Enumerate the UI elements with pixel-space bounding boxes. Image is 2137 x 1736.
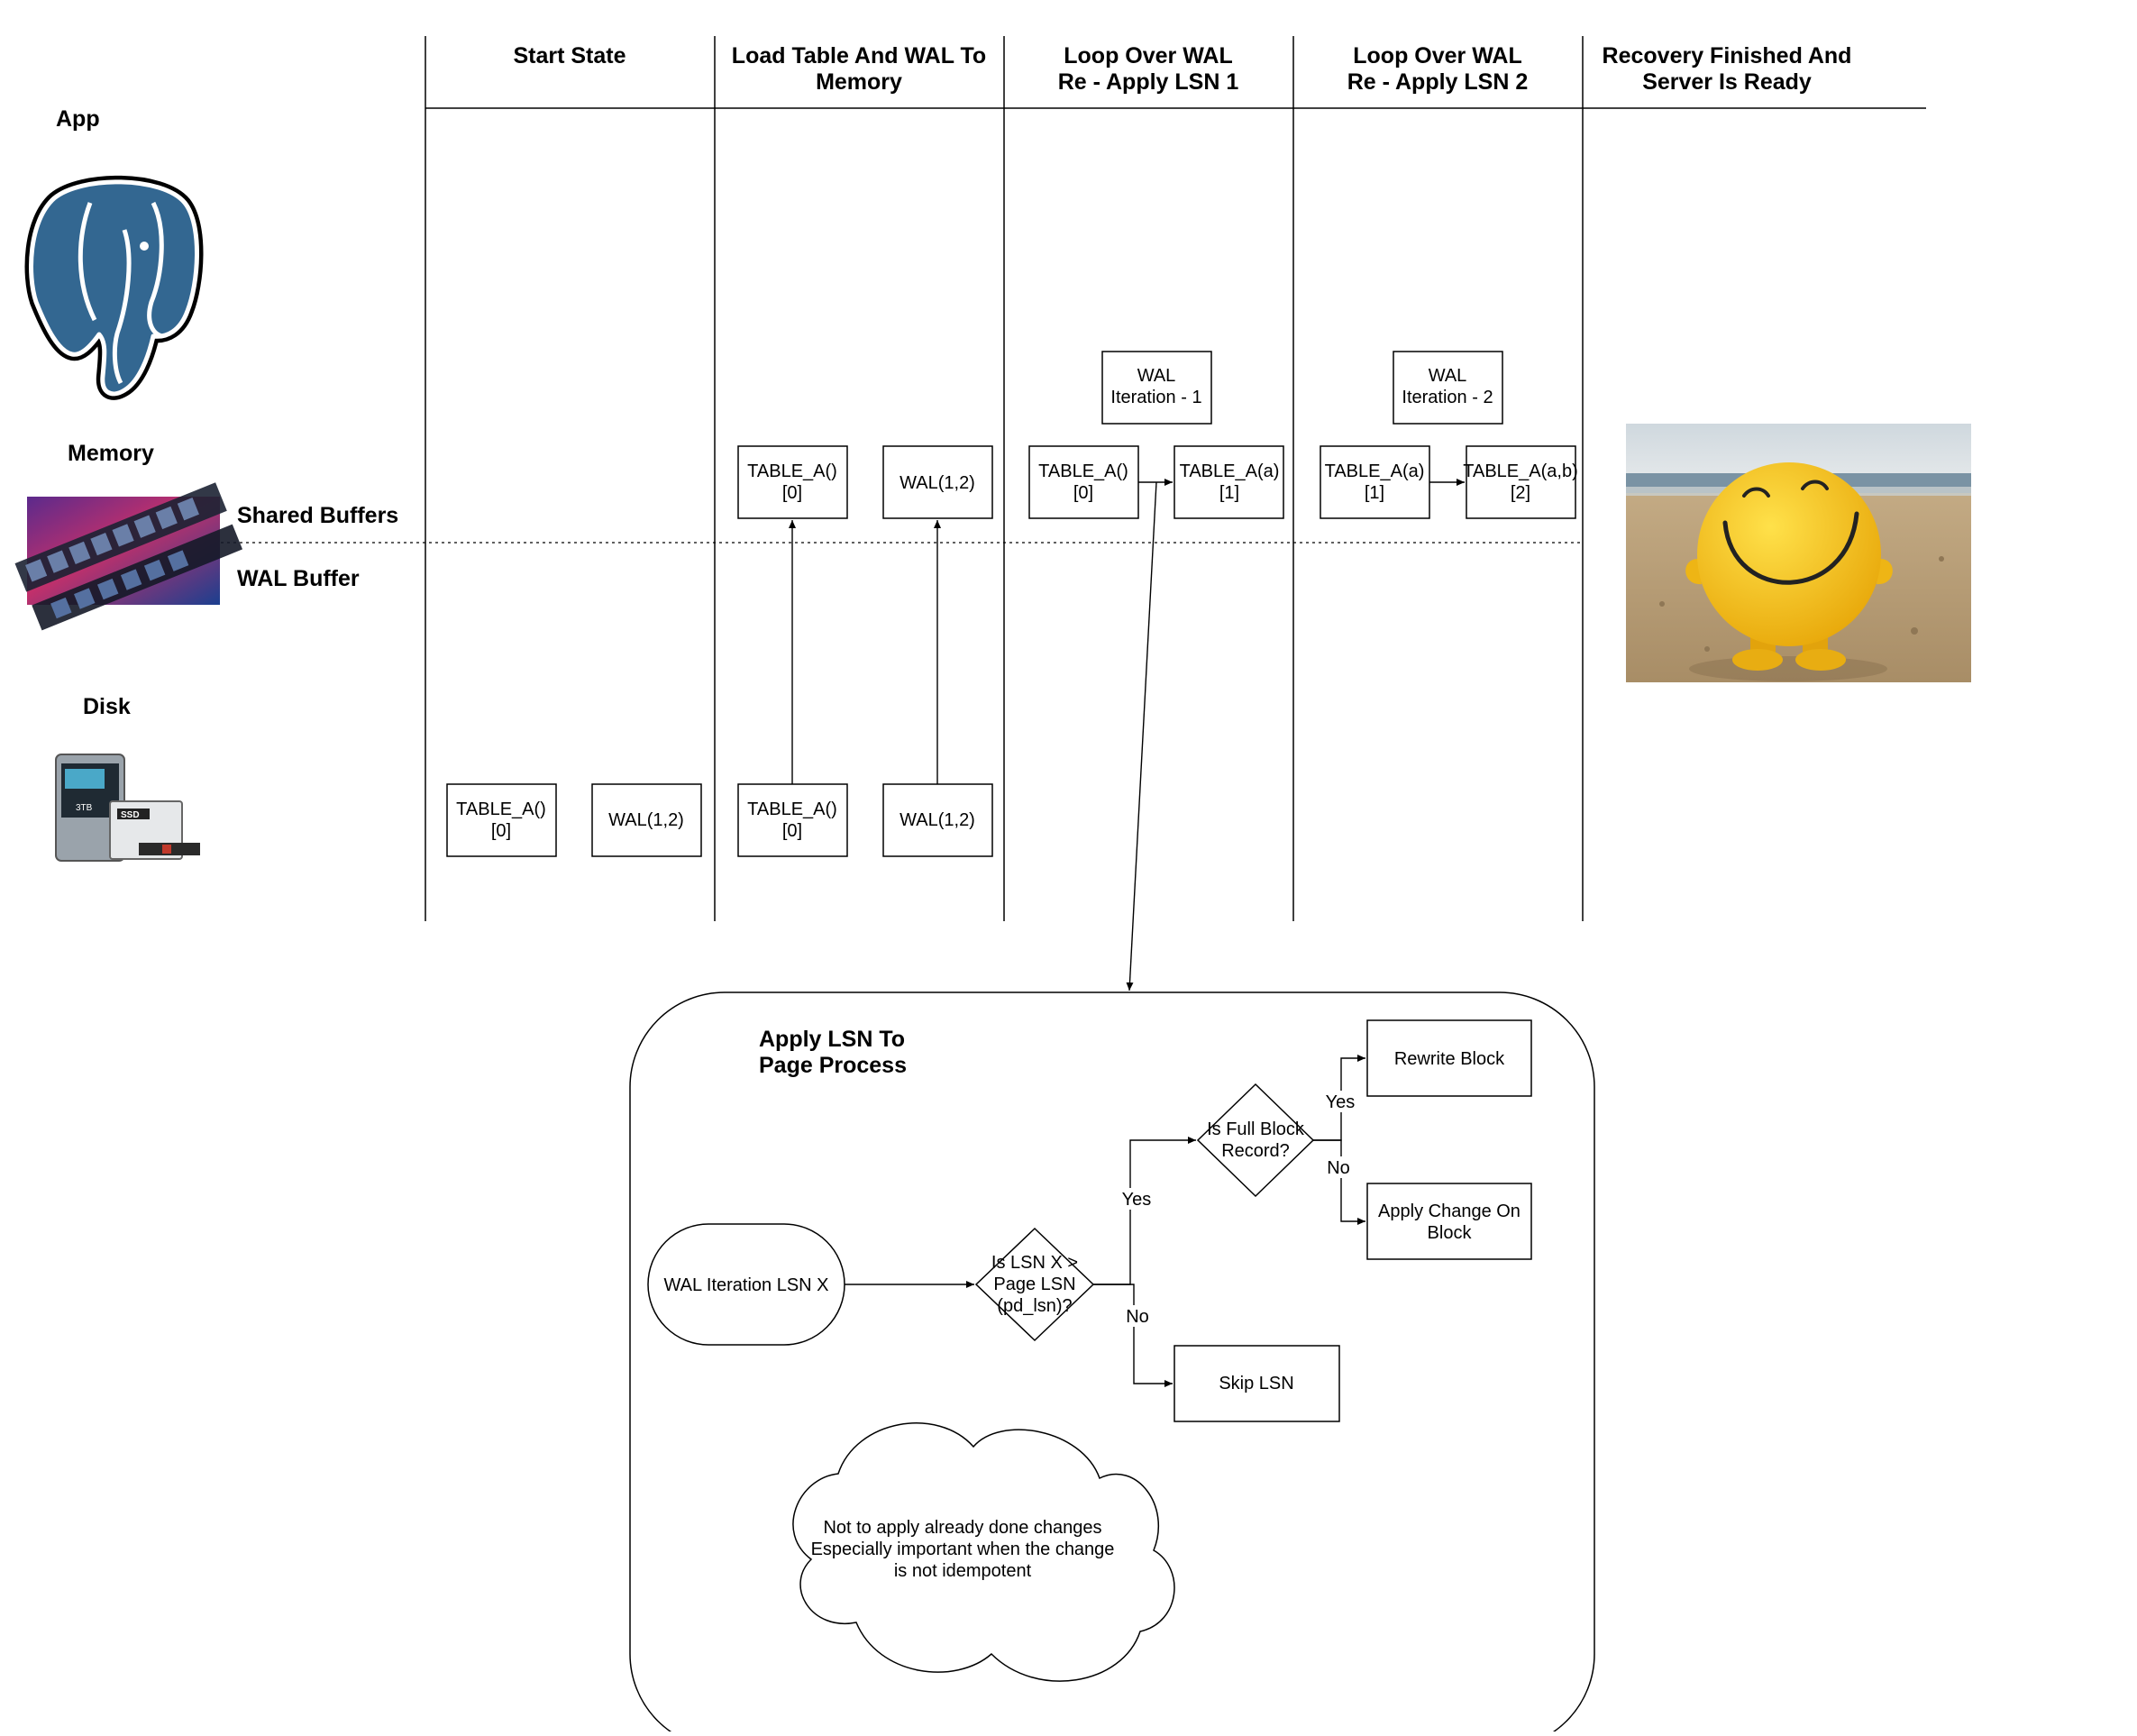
row-label-disk: Disk [83, 694, 131, 719]
svg-text:Block: Block [1428, 1223, 1473, 1243]
disk-table-box: TABLE_A() [0] [737, 783, 848, 857]
flow-arrow [1093, 1284, 1173, 1387]
svg-text:TABLE_A(a): TABLE_A(a) [1180, 461, 1280, 481]
svg-text:Is LSN X >: Is LSN X > [991, 1253, 1078, 1273]
svg-text:is not idempotent: is not idempotent [894, 1561, 1032, 1581]
svg-text:[1]: [1] [1219, 483, 1239, 503]
disk-drives-icon: 3TB SSD [55, 754, 200, 862]
svg-text:Rewrite Block: Rewrite Block [1394, 1049, 1505, 1069]
memory-table-box: TABLE_A(a) [1] [1320, 445, 1430, 519]
svg-text:TABLE_A(): TABLE_A() [456, 799, 546, 819]
edge-label-yes: Yes [1122, 1190, 1152, 1210]
memory-table-box: TABLE_A() [0] [1028, 445, 1139, 519]
disk-table-box: TABLE_A() [0] [446, 783, 557, 857]
lsn-decision: Is LSN X > Page LSN (pd_lsn)? [974, 1227, 1095, 1342]
svg-text:TABLE_A(a): TABLE_A(a) [1325, 461, 1425, 481]
start-node: WAL Iteration LSN X [647, 1223, 845, 1346]
row-labels: App Memory Shared Buffers WAL Buffer Dis… [56, 106, 398, 719]
svg-text:WAL Iteration LSN X: WAL Iteration LSN X [663, 1275, 828, 1295]
svg-text:Skip LSN: Skip LSN [1219, 1374, 1293, 1393]
svg-text:WAL(1,2): WAL(1,2) [900, 473, 975, 493]
swimlane-grid [425, 36, 1926, 921]
postgres-elephant-icon [24, 175, 204, 400]
column-header: Start State [513, 43, 626, 69]
wal-iteration-box: WAL Iteration - 1 [1101, 351, 1212, 425]
process-link-arrow [1126, 481, 1157, 991]
note-cloud: Not to apply already done changes Especi… [792, 1422, 1175, 1682]
svg-text:Iteration - 2: Iteration - 2 [1402, 388, 1493, 407]
row-label-memory: Memory [68, 441, 154, 466]
svg-text:Not to apply already done chan: Not to apply already done changes [823, 1518, 1101, 1538]
svg-text:WAL: WAL [1429, 366, 1467, 386]
rewrite-block-box: Rewrite Block [1366, 1019, 1532, 1097]
svg-text:[0]: [0] [782, 821, 802, 841]
svg-text:Record?: Record? [1221, 1141, 1290, 1161]
svg-text:[1]: [1] [1365, 483, 1384, 503]
svg-text:TABLE_A(): TABLE_A() [747, 799, 837, 819]
svg-text:Page LSN: Page LSN [993, 1275, 1075, 1294]
disk-wal-box: WAL(1,2) [591, 783, 702, 857]
memory-table-box: TABLE_A(a) [1] [1174, 445, 1284, 519]
svg-text:SSD: SSD [121, 810, 140, 820]
svg-text:[0]: [0] [491, 821, 511, 841]
svg-text:WAL(1,2): WAL(1,2) [900, 810, 975, 830]
edge-label-no: No [1126, 1307, 1149, 1327]
svg-text:Apply Change On: Apply Change On [1378, 1201, 1521, 1221]
edge-label-no: No [1327, 1158, 1350, 1178]
disk-wal-box: WAL(1,2) [882, 783, 993, 857]
row-label-shared-buffers: Shared Buffers [237, 503, 398, 528]
svg-text:(pd_lsn)?: (pd_lsn)? [997, 1296, 1072, 1316]
svg-text:TABLE_A(): TABLE_A() [747, 461, 837, 481]
svg-text:[2]: [2] [1511, 483, 1530, 503]
process-connectors [845, 1055, 1365, 1387]
smiley-beach-image [1626, 424, 1971, 682]
svg-text:TABLE_A(a,b): TABLE_A(a,b) [1463, 461, 1577, 481]
memory-wal-box: WAL(1,2) [882, 445, 993, 519]
svg-text:Iteration - 1: Iteration - 1 [1110, 388, 1201, 407]
svg-text:Is Full Block: Is Full Block [1207, 1119, 1305, 1139]
flow-arrow [1313, 1139, 1365, 1225]
svg-text:3TB: 3TB [76, 803, 93, 813]
svg-text:[0]: [0] [782, 483, 802, 503]
svg-text:[0]: [0] [1073, 483, 1093, 503]
memory-table-box: TABLE_A() [0] [737, 445, 848, 519]
svg-text:WAL: WAL [1137, 366, 1176, 386]
edge-label-yes: Yes [1326, 1092, 1356, 1112]
row-label-app: App [56, 106, 100, 132]
full-block-decision: Is Full Block Record? [1196, 1083, 1315, 1198]
wal-iteration-box: WAL Iteration - 2 [1393, 351, 1503, 425]
svg-text:WAL(1,2): WAL(1,2) [608, 810, 684, 830]
edge-labels: Yes No Yes No [1119, 1091, 1356, 1327]
memory-table-box: TABLE_A(a,b) [2] [1463, 445, 1578, 519]
row-label-wal-buffer: WAL Buffer [237, 566, 360, 591]
svg-text:TABLE_A(): TABLE_A() [1038, 461, 1128, 481]
svg-text:Especially important when the: Especially important when the change [811, 1540, 1115, 1559]
ram-memory-icon [14, 482, 243, 631]
skip-lsn-box: Skip LSN [1174, 1345, 1340, 1422]
apply-change-box: Apply Change On Block [1366, 1183, 1532, 1260]
